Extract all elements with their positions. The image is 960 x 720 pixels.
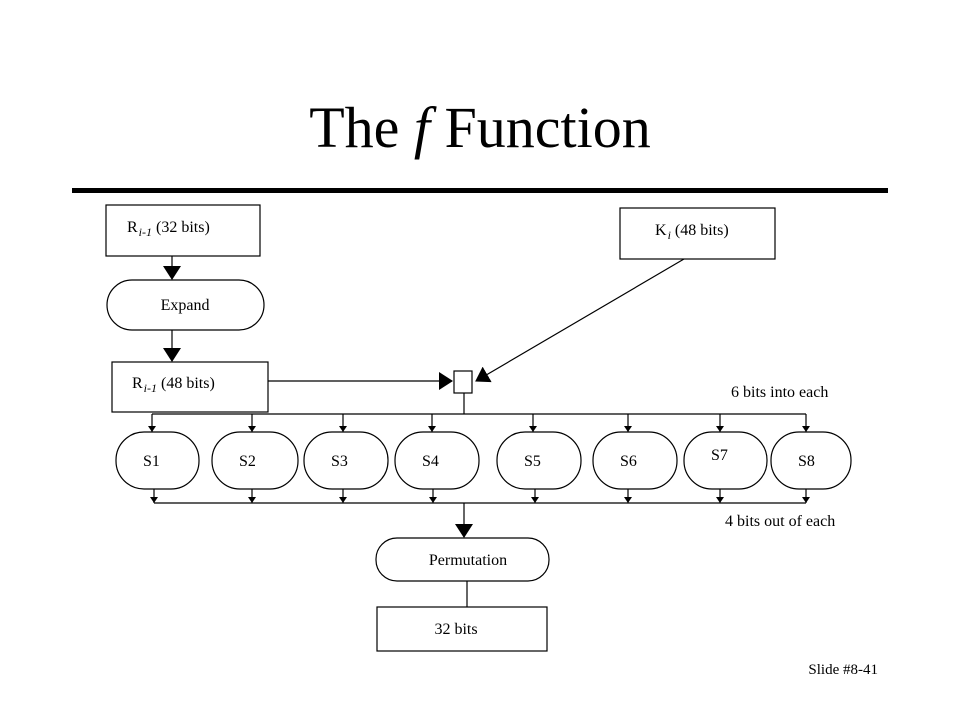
input-r-subscript: i-1 (139, 225, 152, 239)
xor-symbol (453, 370, 473, 394)
expanded-r-text: (48 bits) (157, 375, 215, 392)
expanded-r-letter: R (132, 375, 143, 392)
sbox-3: S3 (303, 414, 389, 503)
sbox-5-shape (496, 431, 582, 490)
input-r-letter: R (127, 219, 138, 236)
input-k-box: Ki (48 bits) (619, 207, 776, 260)
slide-number: Slide #8-41 (808, 662, 878, 678)
sbox-layer: S1 S2 S3 S4 S5 S6 S7 S8 (115, 414, 852, 503)
output-label: 32 bits (434, 621, 477, 638)
sbox-3-label: S3 (331, 453, 348, 470)
sbox-8-label: S8 (798, 453, 815, 470)
sbox-1: S1 (115, 414, 200, 503)
sbox-8: S8 (770, 414, 852, 503)
sbox-5: S5 (496, 414, 582, 503)
sbox-2-label: S2 (239, 453, 256, 470)
svg-text:Ki (48 bits): Ki (48 bits) (655, 222, 729, 242)
slide-title: The f Function (0, 88, 960, 168)
sbox-7-shape (683, 431, 768, 490)
output-box: 32 bits (376, 606, 548, 652)
permutation-box: Permutation (375, 537, 550, 582)
sbox-4: S4 (394, 414, 480, 503)
sbox-6-shape (592, 431, 678, 490)
input-r-box: Ri-1 (32 bits) (105, 204, 261, 257)
input-r-text: (32 bits) (152, 219, 210, 236)
sbox-6: S6 (592, 414, 678, 503)
sbox-4-shape (394, 431, 480, 490)
input-k-letter: K (655, 222, 667, 239)
title-prefix: The (309, 95, 414, 160)
expand-box: Expand (106, 279, 265, 331)
sbox-6-label: S6 (620, 453, 637, 470)
arrow-k-to-xor (475, 258, 685, 383)
input-k-text: (48 bits) (671, 222, 729, 239)
note-bits-out-of-each: 4 bits out of each (725, 513, 835, 530)
title-rule (72, 188, 888, 193)
title-italic-f: f (413, 95, 431, 160)
sbox-7: S7 (683, 414, 768, 503)
title-suffix: Function (430, 95, 651, 160)
sbox-1-shape (115, 431, 200, 490)
permutation-label: Permutation (429, 552, 507, 569)
sbox-8-shape (770, 431, 852, 490)
svg-text:Ri-1 (48 bits): Ri-1 (48 bits) (132, 375, 215, 395)
input-k-subscript: i (668, 228, 671, 242)
expand-label: Expand (161, 297, 210, 314)
sbox-5-label: S5 (524, 453, 541, 470)
sbox-2-shape (211, 431, 299, 490)
expanded-r-subscript: i-1 (144, 381, 157, 395)
sbox-3-shape (303, 431, 389, 490)
svg-text:Ri-1 (32 bits): Ri-1 (32 bits) (127, 219, 210, 239)
expanded-r-box: Ri-1 (48 bits) (111, 361, 269, 413)
sbox-2: S2 (211, 414, 299, 503)
sbox-7-label: S7 (711, 447, 728, 464)
sbox-1-label: S1 (143, 453, 160, 470)
note-bits-into-each: 6 bits into each (731, 384, 828, 401)
sbox-4-label: S4 (422, 453, 439, 470)
